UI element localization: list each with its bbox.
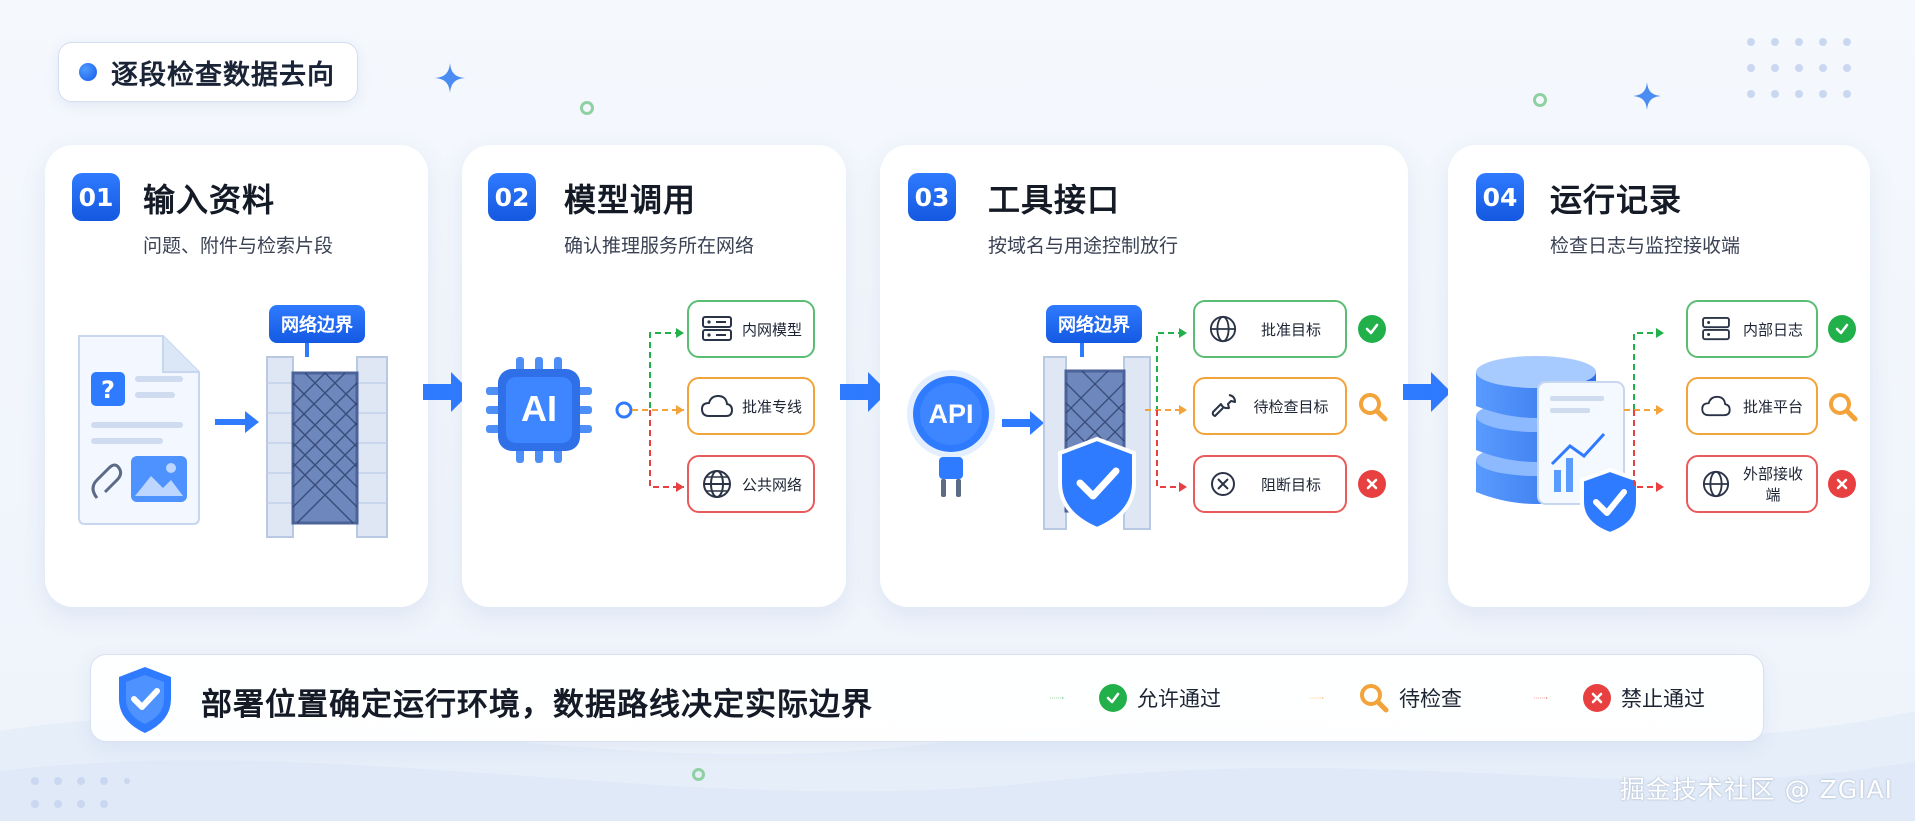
network-boundary-label: 网络边界 [1046,305,1142,343]
network-boundary-label: 网络边界 [269,305,365,343]
pending-search-icon [1828,392,1858,426]
sparkle-icon [1633,82,1661,110]
decor-ring [692,768,705,781]
legend-line-green [1049,697,1064,699]
api-plug-label: API [928,399,974,429]
server-icon [1696,317,1736,341]
stage-card-logs: 04 运行记录 检查日志与监控接收端 内部日志 [1448,145,1870,607]
bullet-icon [79,63,97,81]
api-plug-icon [907,370,995,497]
server-icon [697,316,737,342]
summary-message: 部署位置确定运行环境，数据路线决定实际边界 [201,687,873,723]
flow-arrow-icon [215,411,259,433]
stage-number: 02 [488,173,536,221]
stage-arrow-icon [1403,372,1451,412]
stage-arrow-icon [423,372,471,412]
allow-check-icon [1828,315,1856,343]
pending-search-icon [1359,683,1389,713]
stage-arrow-icon [840,372,888,412]
cloud-icon [697,394,737,418]
decor-ring [580,101,594,115]
deny-x-icon [1583,684,1611,712]
allow-check-icon [1358,315,1386,343]
legend-line-red [1533,697,1548,699]
deny-x-icon [1828,470,1856,498]
shield-check-icon [119,667,171,733]
stage-title: 运行记录 [1550,181,1683,219]
route-node-pending-target: 待检查目标 [1193,377,1347,435]
stage-number: 04 [1476,173,1524,221]
route-node-blocked-target: 阻断目标 [1193,455,1347,513]
stage-card-model: 02 模型调用 确认推理服务所在网络 AI 内网模型 批准专线 [462,145,846,607]
svg-text:?: ? [101,376,115,404]
stage-title: 工具接口 [988,181,1121,219]
legend-item-deny: 禁止通过 [1505,683,1705,713]
allow-check-icon [1099,684,1127,712]
stage-subtitle: 检查日志与监控接收端 [1550,235,1741,257]
ai-chip-label: AI [521,388,557,429]
route-node-internal-model: 内网模型 [687,300,815,358]
routing-lines [615,328,684,492]
routing-lines [1145,328,1187,492]
section-title: 逐段检查数据去向 [111,59,335,91]
ai-chip-icon [486,357,592,463]
stage-subtitle: 按域名与用途控制放行 [988,235,1179,257]
firewall-shield-icon [1043,343,1151,532]
stage-title: 输入资料 [143,181,276,219]
routing-lines [1624,328,1664,492]
legend-label: 允许通过 [1137,687,1221,711]
watermark: 掘金技术社区 @ ZGIAI [1619,775,1893,804]
route-node-public-network: 公共网络 [687,455,815,513]
document-icon: ? [78,335,200,525]
database-log-icon [1476,356,1640,537]
legend-label: 待检查 [1399,687,1462,711]
legend-item-pending: 待检查 [1281,683,1462,713]
decor-ring [1533,93,1547,107]
dot-grid-decor [1747,38,1851,98]
route-node-approved-target: 批准目标 [1193,300,1347,358]
block-icon [1203,470,1243,498]
summary-bar: 部署位置确定运行环境，数据路线决定实际边界 允许通过 待检查 禁止通过 [90,654,1764,742]
legend-line-orange [1309,697,1324,699]
stage-number: 01 [72,173,120,221]
sparkle-icon [435,63,465,93]
dot-grid-decor [31,777,130,808]
wrench-icon [1203,392,1243,420]
stage-card-input: 01 输入资料 问题、附件与检索片段 ? 网络边界 [45,145,428,607]
legend-item-allow: 允许通过 [1021,683,1221,713]
stage-number: 03 [908,173,956,221]
flow-arrow-icon [1002,411,1044,435]
firewall-gate-icon [266,343,388,538]
route-node-approved-line: 批准专线 [687,377,815,435]
stage-subtitle: 确认推理服务所在网络 [564,235,755,257]
globe-icon [697,469,737,499]
section-title-badge: 逐段检查数据去向 [58,42,358,102]
route-node-external-receiver: 外部接收端 [1686,455,1818,513]
deny-x-icon [1358,470,1386,498]
stage-subtitle: 问题、附件与检索片段 [143,235,334,257]
pending-search-icon [1358,392,1388,426]
globe-icon [1203,315,1243,343]
route-node-approved-platform: 批准平台 [1686,377,1818,435]
legend-label: 禁止通过 [1621,687,1705,711]
stage-card-tools: 03 工具接口 按域名与用途控制放行 API 网络边界 [880,145,1408,607]
globe-icon [1696,470,1736,498]
cloud-icon [1696,395,1736,417]
route-node-internal-log: 内部日志 [1686,300,1818,358]
stage-title: 模型调用 [564,181,697,219]
